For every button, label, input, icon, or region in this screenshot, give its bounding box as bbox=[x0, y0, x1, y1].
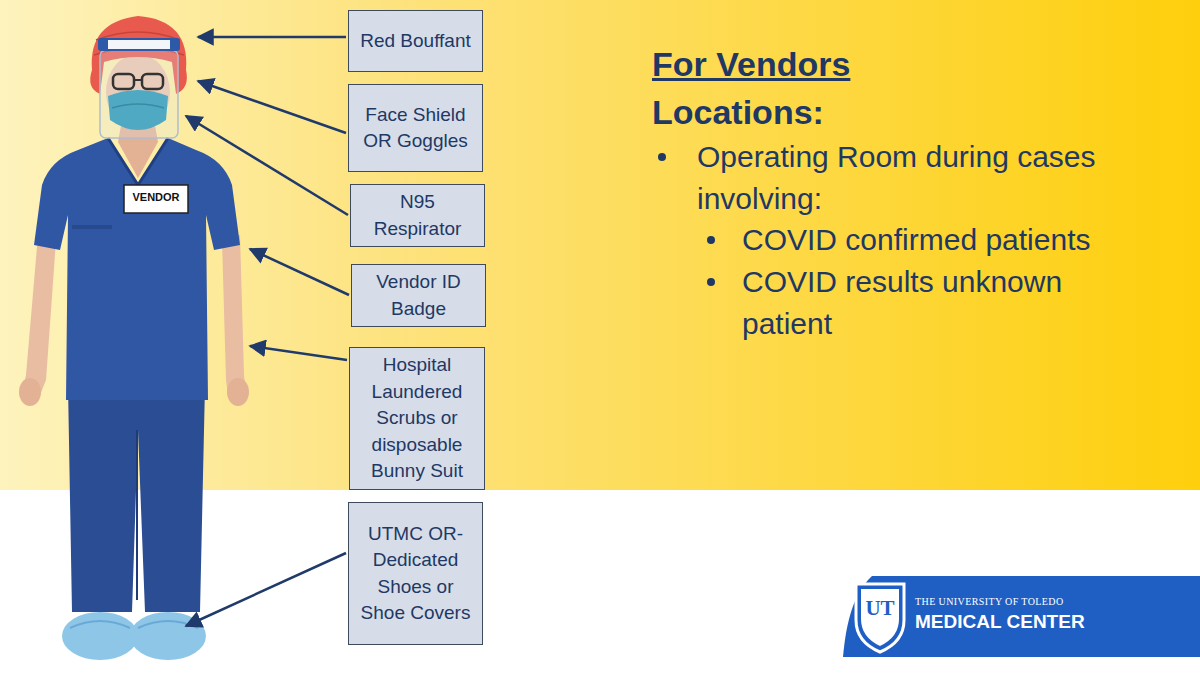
callout-text: Hospital Laundered Scrubs or disposable … bbox=[358, 352, 476, 485]
logo-text: MEDICAL CENTER bbox=[915, 611, 1185, 634]
callout-text: UTMC OR- Dedicated Shoes or Shoe Covers bbox=[357, 521, 474, 627]
logo-text: THE UNIVERSITY OF TOLEDO bbox=[915, 596, 1185, 608]
logo-mark: UT bbox=[860, 597, 900, 620]
callout-box: UTMC OR- Dedicated Shoes or Shoe Covers bbox=[348, 502, 483, 645]
section-heading: Locations: bbox=[652, 92, 1052, 133]
slide-title: For Vendors bbox=[652, 44, 850, 85]
callout-text: Face Shield OR Goggles bbox=[357, 102, 474, 155]
logo bbox=[843, 576, 1200, 657]
callout-box: Hospital Laundered Scrubs or disposable … bbox=[349, 347, 485, 490]
callout-box: Face Shield OR Goggles bbox=[348, 84, 483, 172]
sub-bullet-text: COVID confirmed patients bbox=[742, 219, 1122, 261]
callout-box: Vendor ID Badge bbox=[351, 264, 486, 327]
callout-box: Red Bouffant bbox=[348, 10, 483, 72]
sub-bullet-text: COVID results unknown patient bbox=[742, 261, 1122, 345]
bullet-text: Operating Room during cases involving: bbox=[697, 136, 1147, 220]
callout-text: N95 Respirator bbox=[359, 189, 476, 242]
callout-text: Red Bouffant bbox=[360, 28, 471, 55]
leader-lines bbox=[186, 37, 349, 626]
person-figure bbox=[19, 16, 249, 660]
callout-box: N95 Respirator bbox=[350, 184, 485, 247]
callout-text: Vendor ID Badge bbox=[360, 269, 477, 322]
badge-text: VENDOR bbox=[124, 191, 188, 204]
